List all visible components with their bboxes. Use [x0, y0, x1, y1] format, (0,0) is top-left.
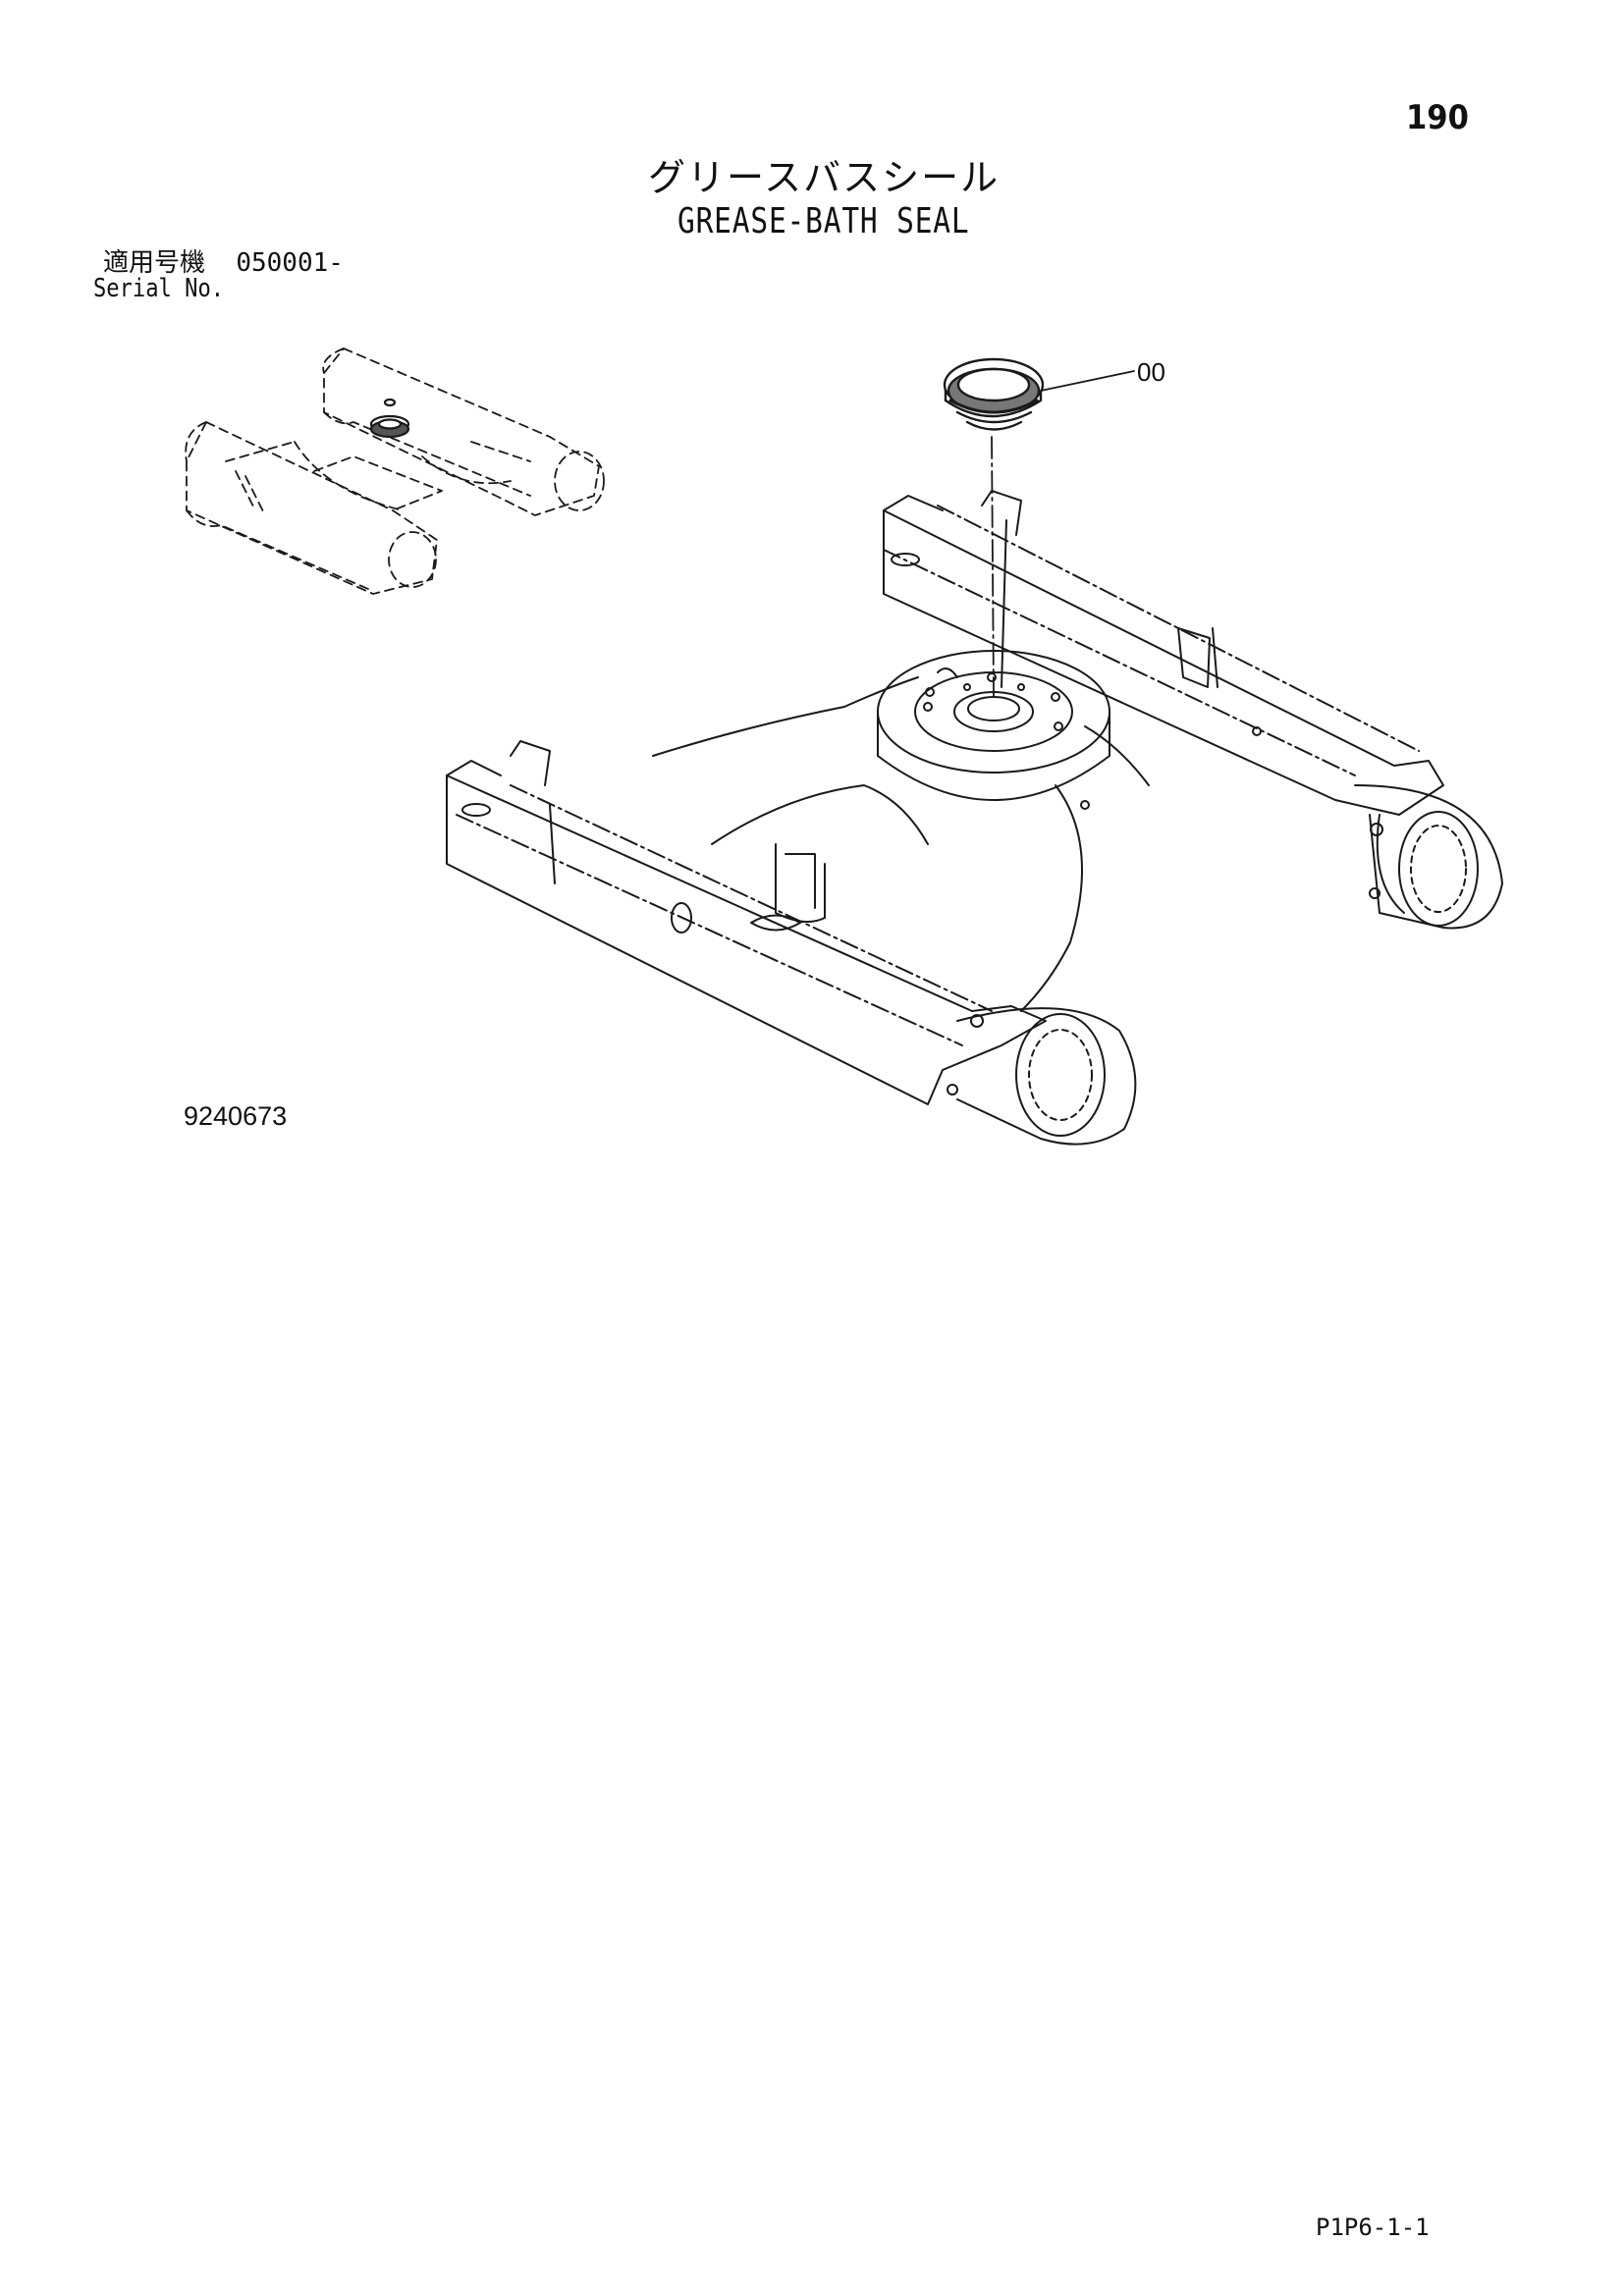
title-japanese: グリースバスシール — [648, 156, 1001, 199]
serial-label-en: Serial No. — [93, 274, 225, 303]
locator-inset — [185, 347, 605, 595]
serial-range: 050001- — [236, 248, 344, 278]
page-number: 190 — [1406, 98, 1469, 137]
callout-leader-line — [1040, 370, 1135, 392]
figure-number: 9240673 — [184, 1101, 288, 1131]
callout-label-00: 00 — [1137, 357, 1165, 387]
undercarriage-frame — [446, 490, 1503, 1146]
serial-line-jp: 適用号機 050001- — [103, 250, 344, 276]
page-code: P1P6-1-1 — [1316, 2214, 1430, 2241]
locator-seal-highlight — [369, 398, 410, 439]
title-english: GREASE-BATH SEAL — [677, 201, 970, 241]
serial-label-jp: 適用号機 — [103, 248, 206, 278]
serial-block: 適用号機 050001- Serial No. — [93, 250, 344, 301]
grease-bath-seal — [943, 357, 1045, 431]
assembly-axis-line — [991, 436, 995, 698]
